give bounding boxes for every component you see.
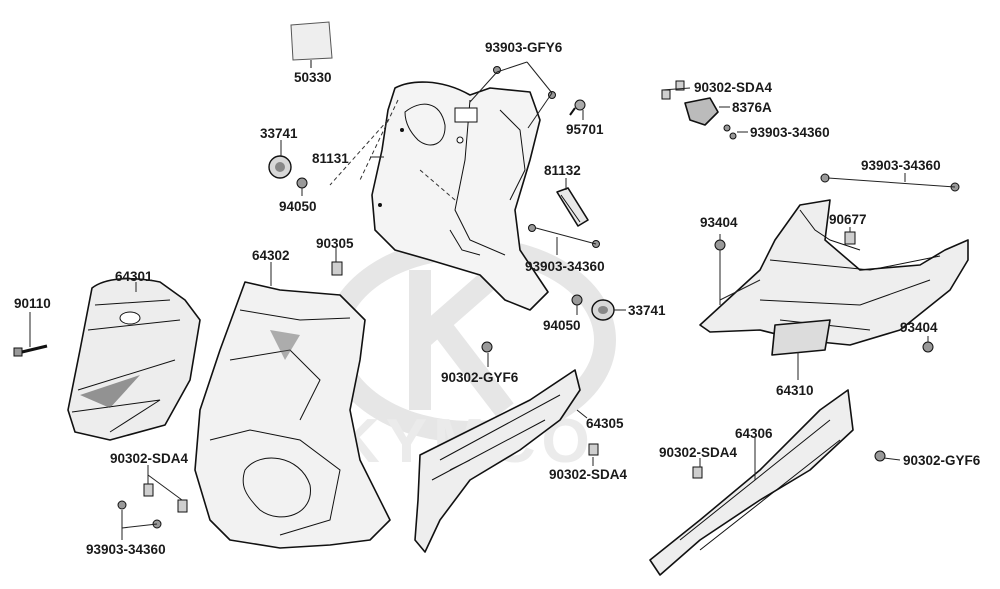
label-90305: 90305: [316, 236, 354, 251]
screw-right-a: [820, 173, 830, 183]
grommet-33741-left: [268, 155, 292, 179]
bolt-gyf6-right: [874, 450, 886, 462]
grommet-33741-right: [591, 299, 615, 321]
label-93903-34360-left: 93903-34360: [86, 542, 166, 557]
label-90302-sda4-top: 90302-SDA4: [694, 80, 773, 95]
label-93903-34360-right: 93903-34360: [861, 158, 941, 173]
label-90302-gyf6-right: 90302-GYF6: [903, 453, 981, 468]
label-93404-a: 93404: [700, 215, 738, 230]
label-90302-sda4-left: 90302-SDA4: [110, 451, 189, 466]
floor-panel-64310: [699, 199, 969, 356]
label-64310: 64310: [776, 383, 814, 398]
label-90302-sda4-mid: 90302-SDA4: [549, 467, 628, 482]
bolt-gyf6-mid: [481, 341, 493, 353]
label-90677: 90677: [829, 212, 867, 227]
label-64305: 64305: [586, 416, 624, 431]
clip-90305: [331, 261, 343, 276]
label-93903-34360-mid: 93903-34360: [525, 259, 605, 274]
sticker-50330: [290, 21, 333, 68]
label-64301: 64301: [115, 269, 153, 284]
front-body-64302: [194, 281, 391, 549]
label-94050-left: 94050: [279, 199, 317, 214]
screw-left-a: [117, 500, 127, 510]
label-93404-b: 93404: [900, 320, 938, 335]
screw-93404-a: [714, 239, 726, 251]
bracket-81132: [556, 187, 589, 227]
leader-lines: [29, 61, 956, 540]
label-90302-sda4-right: 90302-SDA4: [659, 445, 738, 460]
label-90110: 90110: [14, 296, 51, 311]
clip-sda4-mid: [588, 443, 599, 456]
clip-90677: [844, 231, 856, 245]
label-95701: 95701: [566, 122, 604, 137]
label-81131: 81131: [312, 151, 349, 166]
label-33741-right: 33741: [628, 303, 666, 318]
front-panel-64301: [67, 277, 201, 441]
label-81132: 81132: [544, 163, 581, 178]
label-64302: 64302: [252, 248, 290, 263]
nut-94050-left: [296, 177, 308, 189]
label-90302-gyf6-mid: 90302-GYF6: [441, 370, 519, 385]
label-93903-gfy6: 93903-GFY6: [485, 40, 563, 55]
screw-93404-b: [922, 341, 934, 353]
inner-cover-81131: [371, 81, 549, 311]
dashed-guides-81131: [329, 99, 456, 201]
screws-93903-gfy6: [493, 66, 556, 99]
screw-mid-a: [528, 224, 536, 232]
clip-sda4-right: [692, 466, 703, 479]
bolt-95701: [569, 99, 586, 116]
label-93903-34360-top: 93903-34360: [750, 125, 830, 140]
clip-sda4-left-b: [177, 499, 188, 513]
side-panel-64305: [414, 369, 581, 553]
label-64306: 64306: [735, 426, 773, 441]
nut-94050-right: [571, 294, 583, 306]
label-8376a: 8376A: [732, 100, 772, 115]
label-94050-right: 94050: [543, 318, 581, 333]
clip-sda4-left-a: [143, 483, 154, 497]
label-50330: 50330: [294, 70, 332, 85]
side-panel-64306: [649, 389, 854, 576]
label-33741-left: 33741: [260, 126, 298, 141]
bolt-90110: [13, 344, 48, 357]
